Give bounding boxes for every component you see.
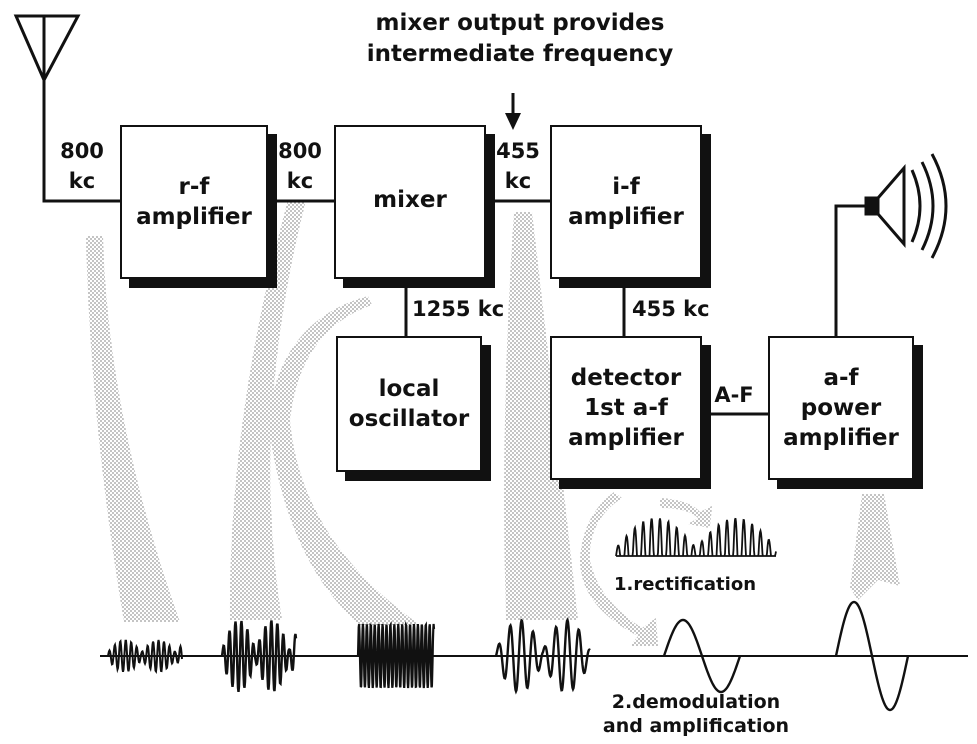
mixer-output-frequency-label: 455 kc [496, 139, 540, 193]
oscillator-frequency-label: 1255 kc [412, 297, 505, 321]
waveform-audio-detected [662, 618, 742, 694]
mixer-output-note: mixer output provides intermediate frequ… [366, 10, 674, 67]
beam-detector-arrow [660, 498, 712, 528]
rf-amplifier-block: r-f amplifier [120, 125, 268, 279]
beam-af [850, 494, 900, 600]
detector-label: detector 1st a-f amplifier [568, 365, 684, 451]
waveform-oscillator [356, 620, 436, 689]
waveform-audio-amplified [834, 600, 910, 712]
mixer-label: mixer [373, 187, 447, 213]
if-frequency-label: 455 kc [632, 297, 710, 321]
beam-demodulation [580, 492, 658, 646]
local-oscillator-block: local oscillator [336, 336, 482, 472]
signal-wires [42, 80, 866, 416]
af-power-amplifier-label: a-f power amplifier [783, 365, 899, 451]
waveform-rf-input [107, 638, 183, 674]
mixer-block: mixer [334, 125, 486, 279]
rf-frequency-label: 800 kc [278, 139, 322, 193]
beam-rf [229, 200, 306, 620]
detector-block: detector 1st a-f amplifier [550, 336, 702, 480]
waveform-rectified [615, 517, 777, 557]
antenna-icon [13, 14, 81, 84]
waveform-rf-amplified [220, 620, 298, 693]
demodulation-caption: 2.demodulation and amplification [602, 691, 790, 737]
local-oscillator-label: local oscillator [348, 376, 470, 432]
audio-frequency-label: A-F [714, 383, 754, 407]
af-power-amplifier-block: a-f power amplifier [768, 336, 914, 480]
waveform-if [494, 617, 591, 695]
note-arrow [505, 93, 521, 130]
rf-amplifier-label: r-f amplifier [136, 174, 252, 230]
if-amplifier-label: i-f amplifier [568, 174, 684, 230]
speaker-icon [864, 153, 948, 259]
beam-oscillator [268, 296, 420, 625]
rectification-caption: 1.rectification [614, 574, 757, 595]
if-amplifier-block: i-f amplifier [550, 125, 702, 279]
beam-if [504, 212, 578, 620]
beam-antenna [86, 236, 180, 622]
antenna-frequency-label: 800 kc [60, 139, 104, 193]
